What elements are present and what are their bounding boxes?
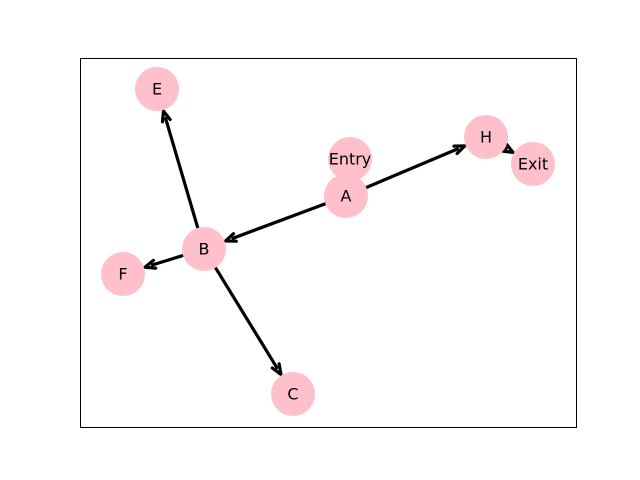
edge-arrowhead bbox=[221, 232, 238, 243]
edge-arrowhead bbox=[452, 144, 469, 156]
node-exit: Exit bbox=[511, 142, 555, 186]
edge-line bbox=[213, 266, 279, 370]
node-circle bbox=[271, 372, 315, 416]
node-circle bbox=[464, 115, 508, 159]
edge-arrowhead bbox=[160, 106, 172, 124]
node-label: F bbox=[118, 265, 127, 284]
edge-arrowhead bbox=[500, 142, 517, 155]
node-label: B bbox=[199, 240, 210, 259]
node-label: Entry bbox=[329, 150, 372, 169]
edge-A-H bbox=[364, 144, 469, 190]
node-label: E bbox=[152, 80, 162, 99]
node-circle bbox=[511, 142, 555, 186]
node-circle bbox=[101, 252, 145, 296]
edge-H-Exit bbox=[500, 142, 517, 155]
node-label: H bbox=[480, 128, 492, 147]
node-circle bbox=[328, 137, 372, 181]
node-b: B bbox=[182, 227, 226, 271]
edge-line bbox=[164, 117, 200, 230]
node-label: A bbox=[341, 187, 352, 206]
node-circle bbox=[182, 227, 226, 271]
edges-layer bbox=[140, 106, 517, 379]
node-h: H bbox=[464, 115, 508, 159]
plot-frame bbox=[80, 58, 577, 428]
edge-B-E bbox=[160, 106, 200, 230]
node-e: E bbox=[135, 67, 179, 111]
edge-line bbox=[503, 146, 508, 151]
node-c: C bbox=[271, 372, 315, 416]
edge-line bbox=[231, 202, 327, 240]
edge-A-B bbox=[221, 202, 327, 243]
edge-B-C bbox=[213, 266, 284, 379]
node-f: F bbox=[101, 252, 145, 296]
edge-line bbox=[151, 253, 185, 267]
node-entry: Entry bbox=[328, 137, 372, 181]
node-a: A bbox=[324, 174, 368, 218]
node-label: C bbox=[287, 385, 298, 404]
edge-arrowhead bbox=[140, 258, 158, 270]
edge-line bbox=[364, 147, 459, 190]
edge-arrowhead bbox=[270, 362, 284, 379]
node-label: Exit bbox=[518, 155, 548, 174]
node-circle bbox=[324, 174, 368, 218]
edge-B-F bbox=[140, 253, 185, 270]
node-circle bbox=[135, 67, 179, 111]
